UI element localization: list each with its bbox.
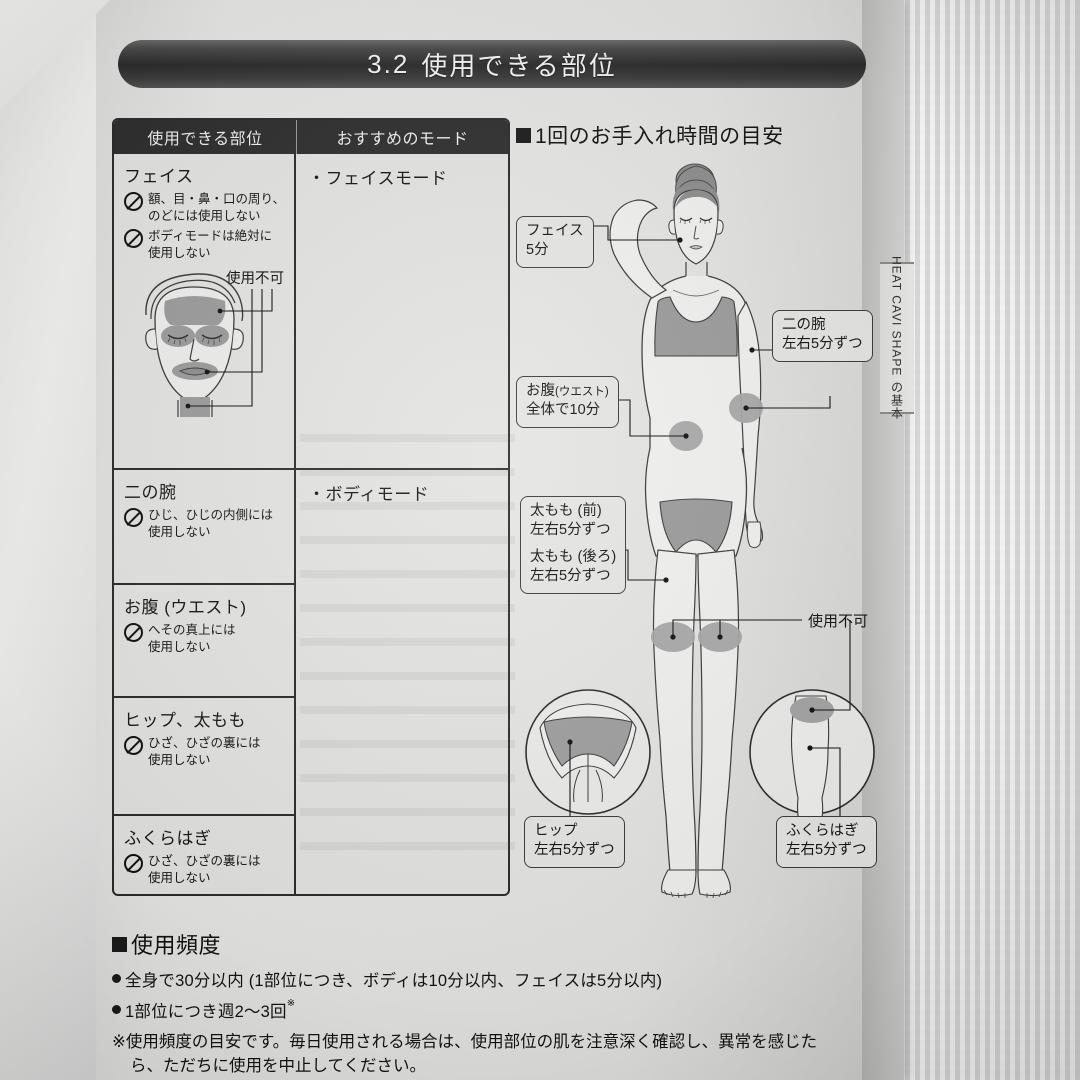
- face-illustration-svg: [145, 273, 273, 419]
- section-banner: 3.2 使用できる部位: [118, 40, 866, 88]
- callout-thigh-back-part: 太もも (後ろ): [530, 548, 617, 565]
- callout-face: フェイス 5分: [516, 216, 594, 268]
- callout-face-time: 5分: [526, 242, 549, 259]
- prohibition-text: ひじ、ひじの内側には 使用しない: [148, 508, 274, 539]
- frequency-item: 1部位につき週2～3回※: [112, 998, 872, 1022]
- part-name: 二の腕: [124, 483, 177, 502]
- callout-upper-arm-time: 左右5分ずつ: [782, 336, 863, 353]
- prohibition-note: ひざ、ひざの裏には 使用しない: [124, 853, 286, 886]
- table-row: ヒップ、太もも ひざ、ひざの裏には 使用しない: [114, 698, 294, 816]
- prohibition-text: ひざ、ひざの裏には 使用しない: [148, 736, 261, 767]
- table-row: お腹 (ウエスト) へその真上には 使用しない: [114, 585, 294, 698]
- prohibition-icon: [124, 508, 143, 527]
- face-illustration: 使用不可: [124, 267, 286, 419]
- frequency-item: 全身で30分以内 (1部位につき、ボディは10分以内、フェイスは5分以内): [112, 967, 872, 991]
- bullet-dot-icon: [112, 974, 121, 983]
- frequency-item-mark: ※: [286, 998, 296, 1009]
- section-title: 使用できる部位: [421, 50, 617, 81]
- callout-belly-time: 全体で10分: [526, 402, 601, 419]
- bullet-square-icon: [112, 936, 127, 952]
- part-name: ヒップ、太もも: [124, 711, 246, 730]
- callout-thigh-front-part: 太もも (前): [530, 503, 602, 519]
- callout-thigh-back-time: 左右5分ずつ: [530, 568, 611, 585]
- callout-calf-part: ふくらはぎ: [786, 823, 859, 839]
- prohibition-text: ひざ、ひざの裏には 使用しない: [148, 854, 261, 885]
- table-row: ふくらはぎ ひざ、ひざの裏には 使用しない: [114, 816, 294, 894]
- frequency-block: 使用頻度 全身で30分以内 (1部位につき、ボディは10分以内、フェイスは5分以…: [112, 928, 872, 1079]
- part-name: フェイス: [124, 167, 194, 186]
- table-column-modes: ・フェイスモード ・ボディモード: [296, 154, 508, 894]
- mode-face-cell: ・フェイスモード: [296, 154, 508, 470]
- frequency-footnote-cont: ら、ただちに使用を中止してください。: [130, 1056, 427, 1075]
- callout-belly-line: お腹(ウエスト): [526, 382, 609, 401]
- knee-prohibited-label: 使用不可: [808, 613, 869, 630]
- table-column-parts: フェイス 額、目・鼻・口の周り、 のどには使用しない ボディモードは絶対に 使用…: [114, 154, 296, 894]
- callout-hip: ヒップ 左右5分ずつ: [524, 816, 625, 868]
- bullet-square-icon: [516, 127, 531, 143]
- bullet-dot-icon: [112, 1005, 121, 1014]
- callout-hip-time: 左右5分ずつ: [534, 842, 615, 859]
- part-name: お腹 (ウエスト): [124, 598, 247, 617]
- frequency-heading-text: 使用頻度: [131, 933, 222, 958]
- prohibition-note: 額、目・鼻・口の周り、 のどには使用しない: [124, 191, 286, 224]
- prohibition-text: ボディモードは絶対に 使用しない: [148, 229, 273, 260]
- frequency-footnote: ※使用頻度の目安です。毎日使用される場合は、使用部位の肌を注意深く確認し、異常を…: [112, 1031, 857, 1079]
- page-edge-shadow: [862, 0, 908, 1080]
- prohibition-note: ひじ、ひじの内側には 使用しない: [124, 507, 286, 540]
- frequency-item-text: 1部位につき週2～3回: [125, 1003, 287, 1021]
- section-number: 3.2: [367, 48, 410, 79]
- table-body: フェイス 額、目・鼻・口の周り、 のどには使用しない ボディモードは絶対に 使用…: [114, 154, 508, 894]
- callout-belly: お腹(ウエスト) 全体で10分: [516, 376, 619, 428]
- mode-body-cell: ・ボディモード: [308, 485, 430, 504]
- table-header-parts: 使用できる部位: [147, 131, 263, 148]
- prohibition-icon: [124, 623, 143, 642]
- callout-calf: ふくらはぎ 左右5分ずつ: [776, 816, 877, 868]
- prohibition-text: へその真上には 使用しない: [148, 623, 236, 654]
- callout-belly-sub: (ウエスト): [555, 386, 609, 398]
- face-prohibited-label: 使用不可: [226, 271, 284, 287]
- prohibition-text: 額、目・鼻・口の周り、 のどには使用しない: [148, 192, 286, 223]
- frequency-footnote-lead: ※使用頻度の目安です。毎日使用される場合は、使用部位の肌を注意深く確認し、異常を…: [112, 1033, 818, 1051]
- prohibition-icon: [124, 736, 143, 755]
- callout-belly-part: お腹: [526, 383, 555, 399]
- callout-spacer: [530, 541, 616, 548]
- timing-heading: 1回のお手入れ時間の目安: [516, 120, 784, 150]
- frequency-heading: 使用頻度: [112, 928, 872, 960]
- callout-calf-time: 左右5分ずつ: [786, 842, 867, 859]
- side-index-tab-label: HEAT CAVI SHAPE の基本: [889, 256, 904, 420]
- prohibition-note: ボディモードは絶対に 使用しない: [124, 228, 286, 261]
- callout-thigh: 太もも (前) 左右5分ずつ 太もも (後ろ) 左右5分ずつ: [520, 496, 627, 594]
- usage-table: 使用できる部位 おすすめのモード フェイス 額、目・鼻・口の周り、 のどには使用…: [112, 118, 510, 896]
- timing-heading-text: 1回のお手入れ時間の目安: [535, 125, 784, 148]
- table-header-mode: おすすめのモード: [296, 120, 508, 154]
- callout-hip-part: ヒップ: [534, 823, 578, 839]
- prohibition-icon: [124, 192, 143, 211]
- table-row: フェイス 額、目・鼻・口の周り、 のどには使用しない ボディモードは絶対に 使用…: [114, 154, 294, 470]
- callout-upper-arm-part: 二の腕: [782, 317, 826, 333]
- prohibition-icon: [124, 229, 143, 248]
- table-header-row: 使用できる部位 おすすめのモード: [114, 120, 508, 154]
- prohibition-icon: [124, 854, 143, 873]
- prohibition-note: ひざ、ひざの裏には 使用しない: [124, 735, 286, 768]
- side-index-tab: HEAT CAVI SHAPE の基本: [880, 256, 914, 420]
- table-row: 二の腕 ひじ、ひじの内側には 使用しない: [114, 470, 294, 585]
- callout-face-part: フェイス: [526, 223, 584, 239]
- callout-thigh-front-time: 左右5分ずつ: [530, 522, 611, 539]
- page-left-edge: [0, 0, 96, 1080]
- body-figure-svg: [520, 163, 875, 899]
- callout-upper-arm: 二の腕 左右5分ずつ: [772, 310, 873, 362]
- body-diagram: [510, 150, 882, 900]
- prohibition-note: へその真上には 使用しない: [124, 622, 286, 655]
- part-name: ふくらはぎ: [124, 829, 212, 848]
- frequency-item-text: 全身で30分以内 (1部位につき、ボディは10分以内、フェイスは5分以内): [125, 972, 663, 990]
